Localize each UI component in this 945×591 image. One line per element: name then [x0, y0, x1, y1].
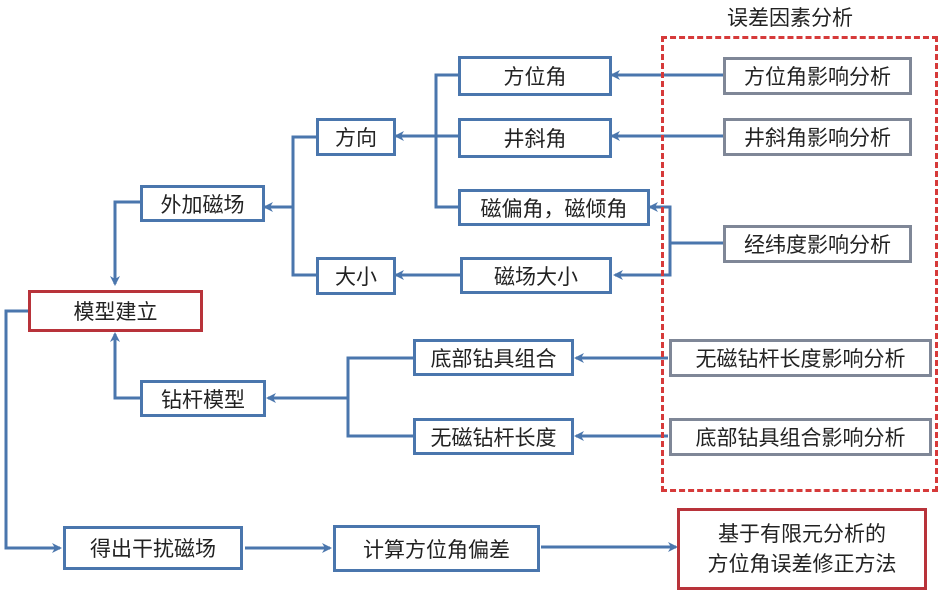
arrow-drill-to-model [110, 332, 140, 400]
factor-inclination: 井斜角影响分析 [723, 118, 912, 156]
node-nonmag-length: 无磁钻杆长度 [413, 418, 574, 455]
bracket-external [291, 135, 316, 277]
result-line-2: 方位角误差修正方法 [707, 552, 897, 576]
node-declination-dip: 磁偏角，磁倾角 [458, 189, 650, 226]
group-title: 误差因素分析 [727, 6, 853, 30]
arrow-model-to-interference [4, 309, 62, 553]
node-model: 模型建立 [28, 290, 203, 332]
node-azimuth: 方位角 [458, 56, 612, 96]
node-result: 基于有限元分析的 方位角误差修正方法 [677, 508, 927, 590]
arrow-latlon-declination [648, 202, 723, 245]
node-field-magnitude: 磁场大小 [460, 257, 612, 294]
bracket-direction [434, 73, 458, 209]
factor-bha: 底部钻具组合影响分析 [669, 418, 932, 456]
bracket-drill [346, 356, 413, 438]
node-bha: 底部钻具组合 [413, 339, 574, 376]
arrow-latlon-magnitude [613, 243, 672, 280]
factor-latlon: 经纬度影响分析 [723, 225, 912, 263]
node-magnitude: 大小 [316, 257, 396, 295]
factor-nonmag-length: 无磁钻杆长度影响分析 [669, 339, 932, 377]
node-direction: 方向 [316, 118, 396, 156]
node-inclination: 井斜角 [458, 118, 612, 158]
result-line-1: 基于有限元分析的 [718, 522, 886, 546]
node-calc-deviation: 计算方位角偏差 [333, 525, 540, 572]
factor-azimuth: 方位角影响分析 [723, 57, 912, 95]
node-external-field: 外加磁场 [140, 185, 265, 222]
node-interference: 得出干扰磁场 [63, 526, 243, 570]
error-factor-group [661, 36, 938, 492]
node-drill-model: 钻杆模型 [140, 380, 266, 417]
arrow-external-to-model [110, 200, 140, 286]
